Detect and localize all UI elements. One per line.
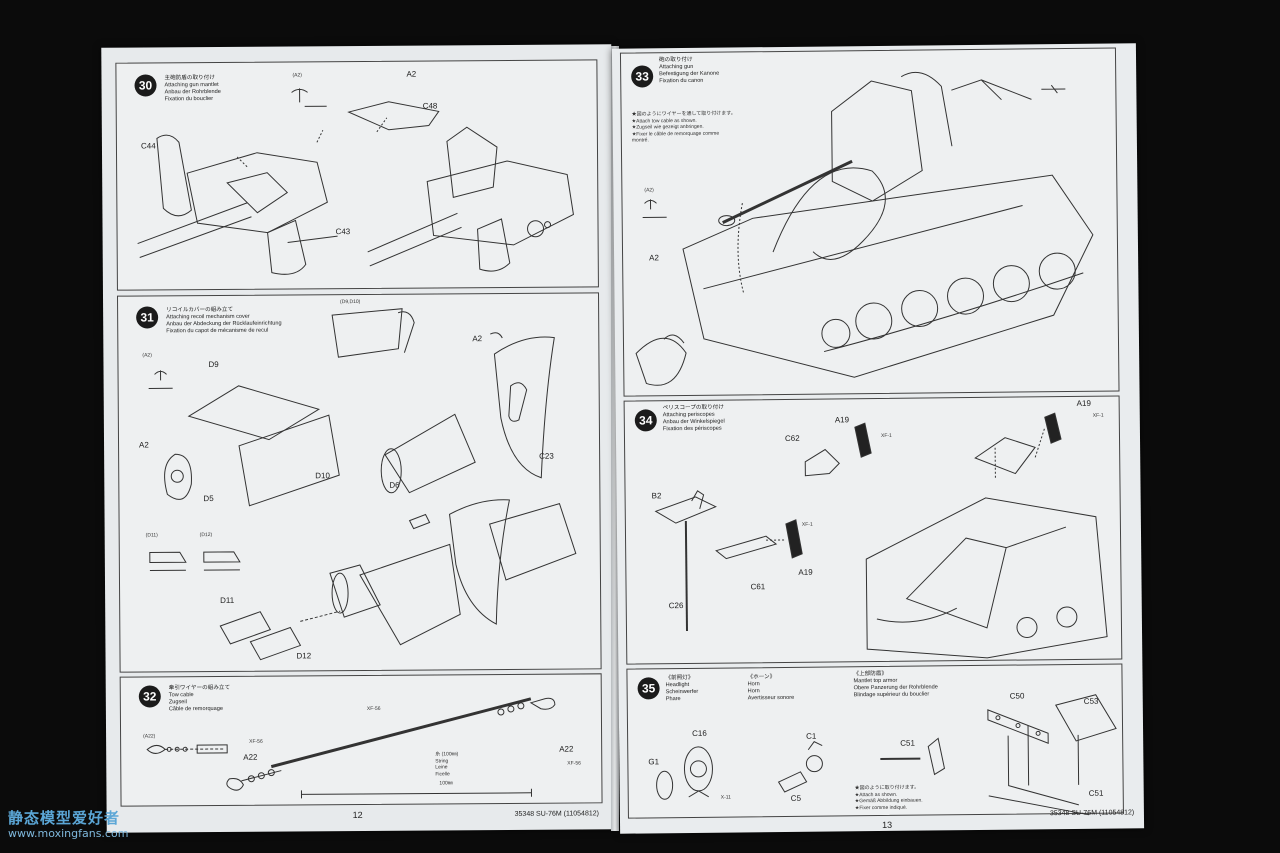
step-32-panel: 32 牽引ワイヤーの組み立て Tow cable Zugseil Câble d… — [119, 673, 603, 807]
site-watermark: 静态模型爱好者 www.moxingfans.com — [8, 809, 129, 841]
watermark-url: www.moxingfans.com — [8, 827, 129, 840]
page-footer: 35348 SU-76M (11054812) — [514, 810, 599, 818]
gun-install-drawing — [621, 48, 1119, 395]
step-31-panel: 31 リコイルカバーの組み立て Attaching recoil mechani… — [116, 292, 602, 673]
gun-mantlet-drawing — [116, 60, 598, 289]
headlight-horn-armor-drawing — [627, 664, 1123, 817]
step-35-panel: 35 《前照灯》 Headlight Scheinwerfer Phare 《ホ… — [626, 663, 1124, 819]
recoil-cover-drawing — [118, 293, 601, 671]
watermark-chinese: 静态模型爱好者 — [8, 809, 121, 827]
tow-cable-drawing — [121, 674, 602, 805]
page-number: 13 — [881, 819, 893, 830]
periscope-drawing — [625, 396, 1122, 663]
right-page: 33 砲の取り付け Attaching gun Befestigung der … — [611, 43, 1145, 834]
page-footer: 35348 SU-76M (11054812) — [1049, 809, 1135, 818]
page-number: 12 — [352, 809, 363, 821]
step-33-panel: 33 砲の取り付け Attaching gun Befestigung der … — [619, 47, 1120, 397]
step-34-panel: 34 ペリスコープの取り付け Attaching periscopes Anba… — [623, 395, 1123, 665]
left-page: 30 主砲防盾の取り付け Attaching gun mantlet Anbau… — [101, 44, 617, 833]
step-30-panel: 30 主砲防盾の取り付け Attaching gun mantlet Anbau… — [115, 59, 599, 291]
